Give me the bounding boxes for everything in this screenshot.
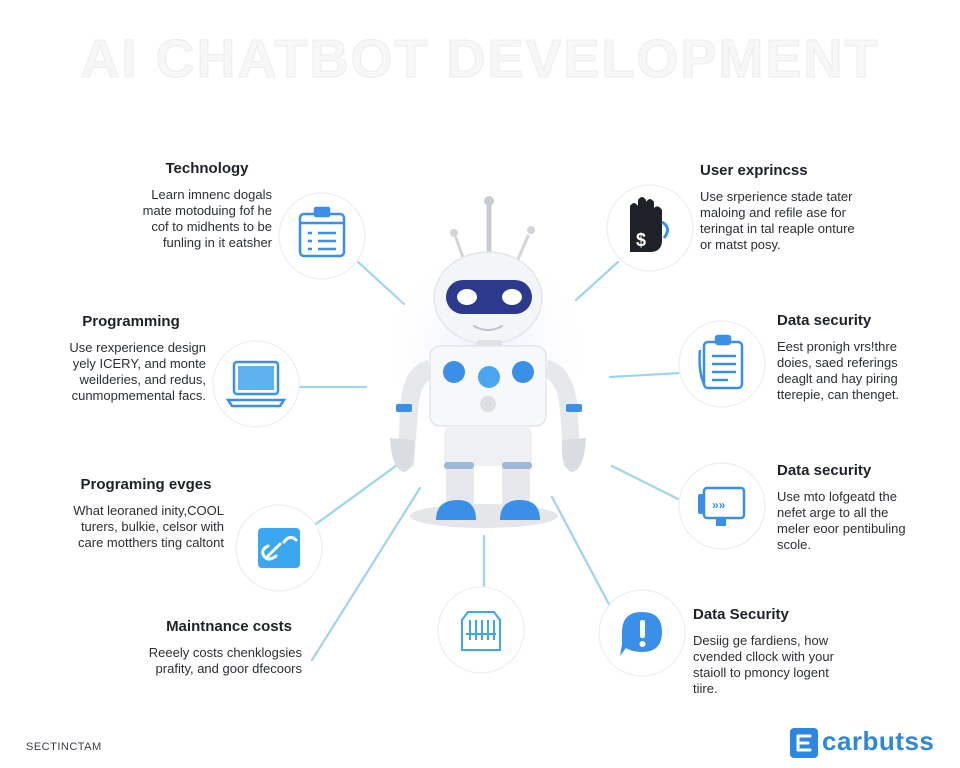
technology-line-3: cof to midhents to be — [151, 219, 272, 234]
data-security-3-block: Data Security Desiig ge fardiens, how cv… — [693, 606, 863, 697]
svg-text:»»: »» — [712, 498, 726, 512]
technology-block: Technology Learn imnenc dogals mate moto… — [132, 160, 272, 251]
user-expriness-heading: User exprincss — [700, 162, 808, 179]
link-icon — [258, 528, 300, 568]
connector-data-security-1 — [608, 371, 682, 379]
chat-alert-icon — [620, 612, 662, 656]
programming-block: Programming Use rexperience design yely … — [46, 313, 206, 404]
user-expriness-line-4: or matst posy. — [700, 237, 781, 252]
data-security-3-line-4: tiire. — [693, 681, 718, 696]
monitor-code-icon: »» — [698, 486, 746, 526]
programming-line-1: Use rexperience design — [69, 340, 206, 355]
programing-evges-block: Programing evges What leoraned inity,COO… — [56, 476, 224, 551]
user-expriness-line-3: teringat in tal reaple onture — [700, 221, 855, 236]
data-security-1-icon-circle — [678, 320, 766, 408]
programing-evges-line-3: care motthers ting caltont — [78, 535, 224, 550]
technology-line-2: mate motoduing fof he — [142, 203, 272, 218]
programing-evges-heading: Programing evges — [80, 476, 212, 493]
maintnance-costs-heading: Maintnance costs — [166, 618, 292, 635]
programming-line-2: yely ICERY, and monte — [72, 356, 206, 371]
maintnance-costs-line-2: prafity, and goor dfecoors — [155, 661, 302, 676]
circuit-chip-icon — [461, 611, 501, 651]
data-security-2-line-4: scole. — [777, 537, 811, 552]
data-security-2-line-3: meler eoor pentibuling — [777, 521, 906, 536]
programing-evges-icon-circle — [235, 504, 323, 592]
data-security-1-line-2: doies, saed referings — [777, 355, 898, 370]
footer-caption: SECTINCTAM — [26, 741, 102, 753]
technology-line-4: funling in it eatsher — [162, 235, 272, 250]
bottom-center-icon-circle — [437, 586, 525, 674]
brand-logo-icon — [790, 728, 818, 758]
brand-name: carbutss — [822, 726, 935, 756]
connector-data-security-2 — [610, 464, 682, 502]
data-security-1-block: Data security Eest pronigh vrs!thre doie… — [777, 312, 937, 403]
connector-maintnance — [310, 486, 422, 662]
svg-text:$: $ — [636, 230, 646, 250]
page-title: AI CHATBOT DEVELOPMENT — [80, 29, 880, 90]
data-security-1-heading: Data security — [777, 312, 872, 329]
programming-icon-circle — [212, 340, 300, 428]
connector-data-security-3 — [550, 495, 614, 612]
maintnance-costs-block: Maintnance costs Reeely costs chenklogsi… — [140, 618, 302, 677]
data-security-2-block: Data security Use mto lofgeatd the nefet… — [777, 462, 937, 553]
programming-line-3: weilderies, and redus, — [79, 372, 206, 387]
calendar-list-icon — [298, 206, 346, 258]
data-security-3-icon-circle — [598, 589, 686, 677]
data-security-1-line-4: tterepie, can thenget. — [777, 387, 900, 402]
connector-programing-evges — [314, 458, 406, 526]
user-expriness-line-2: maloing and refile ase for — [700, 205, 846, 220]
data-security-2-line-1: Use mto lofgeatd the — [777, 489, 897, 504]
laptop-icon — [225, 360, 287, 408]
data-security-3-heading: Data Security — [693, 606, 789, 623]
technology-heading: Technology — [165, 160, 249, 177]
user-expriness-block: User exprincss Use srperience stade tate… — [700, 162, 890, 253]
data-security-2-icon-circle: »» — [678, 462, 766, 550]
data-security-2-line-2: nefet arge to all the — [777, 505, 889, 520]
programing-evges-line-2: turers, bulkie, celsor with — [80, 519, 224, 534]
data-security-2-heading: Data security — [777, 462, 872, 479]
user-expriness-line-1: Use srperience stade tater — [700, 189, 853, 204]
hand-dollar-icon: $ — [630, 197, 669, 252]
connector-user-expriness — [574, 260, 620, 302]
maintnance-costs-line-1: Reeely costs chenklogsies — [148, 645, 302, 660]
robot-visor — [446, 280, 532, 314]
technology-line-1: Learn imnenc dogals — [151, 187, 272, 202]
connector-lines — [298, 260, 682, 662]
programing-evges-line-1: What leoraned inity,COOL — [73, 503, 224, 518]
data-security-3-line-2: cvended cllock with your — [693, 649, 834, 664]
programming-line-4: cunmopmemental facs. — [71, 388, 206, 403]
clipboard-list-icon — [698, 334, 744, 390]
programming-heading: Programming — [82, 313, 180, 330]
data-security-1-line-3: deaglt and hay piring — [777, 371, 898, 386]
data-security-1-line-1: Eest pronigh vrs!thre — [777, 339, 897, 354]
data-security-3-line-1: Desiig ge fardiens, how — [693, 633, 829, 648]
data-security-3-line-3: staioll to pmoncy logent — [693, 665, 829, 680]
technology-icon-circle — [278, 192, 366, 280]
user-expriness-icon-circle: $ — [606, 184, 694, 272]
robot-illustration — [376, 196, 596, 528]
